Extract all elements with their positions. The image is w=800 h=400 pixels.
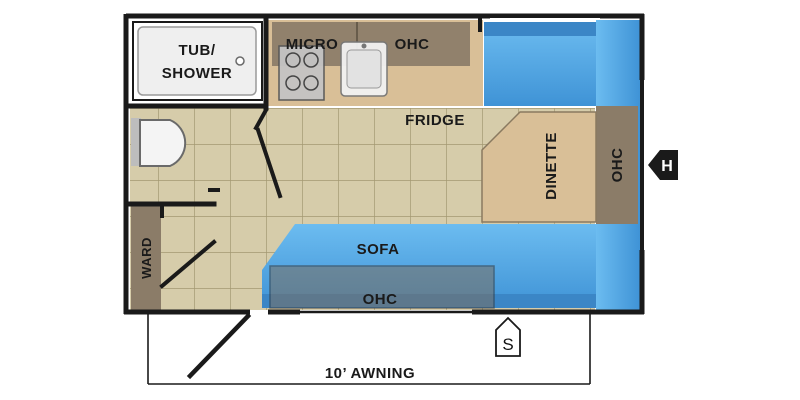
interior-walls (125, 15, 482, 218)
bathroom-door (253, 107, 283, 199)
ohc-top-label: OHC (395, 36, 430, 53)
hitch-badge-label: H (661, 158, 673, 175)
dinette-table: DINETTE (481, 111, 597, 223)
hitch-badge: H (648, 150, 678, 180)
ward-label: WARD (139, 237, 154, 279)
tub-shower-label-line1: TUB/ (179, 42, 216, 59)
awning-label: 10’ AWNING (325, 365, 415, 382)
drain-icon (235, 56, 245, 66)
overhead-cabinet-right (596, 106, 638, 224)
wardrobe-door (159, 239, 217, 289)
toilet (131, 118, 187, 167)
tub-shower: TUB/ SHOWER (132, 21, 263, 101)
awning (147, 314, 591, 385)
wardrobe: WARD (131, 206, 161, 310)
sink-icon (340, 41, 388, 97)
exterior-walls (123, 13, 646, 315)
sewer-connection-badge: S (495, 316, 521, 357)
ohc-bottom-label: OHC (363, 291, 398, 308)
ohc-right-label: OHC (609, 148, 626, 183)
sewer-badge-label: S (502, 335, 513, 354)
dinette-label: DINETTE (543, 132, 560, 200)
sofa-label: SOFA (357, 241, 400, 258)
micro-label: MICRO (286, 36, 339, 53)
kitchen-counter: MICRO OHC (268, 20, 483, 106)
overhead-cabinet-bottom (269, 265, 495, 309)
tub-shower-label-line2: SHOWER (162, 65, 233, 82)
entry-door (186, 312, 252, 380)
stove-icon (278, 45, 325, 101)
fridge-label: FRIDGE (405, 112, 465, 129)
